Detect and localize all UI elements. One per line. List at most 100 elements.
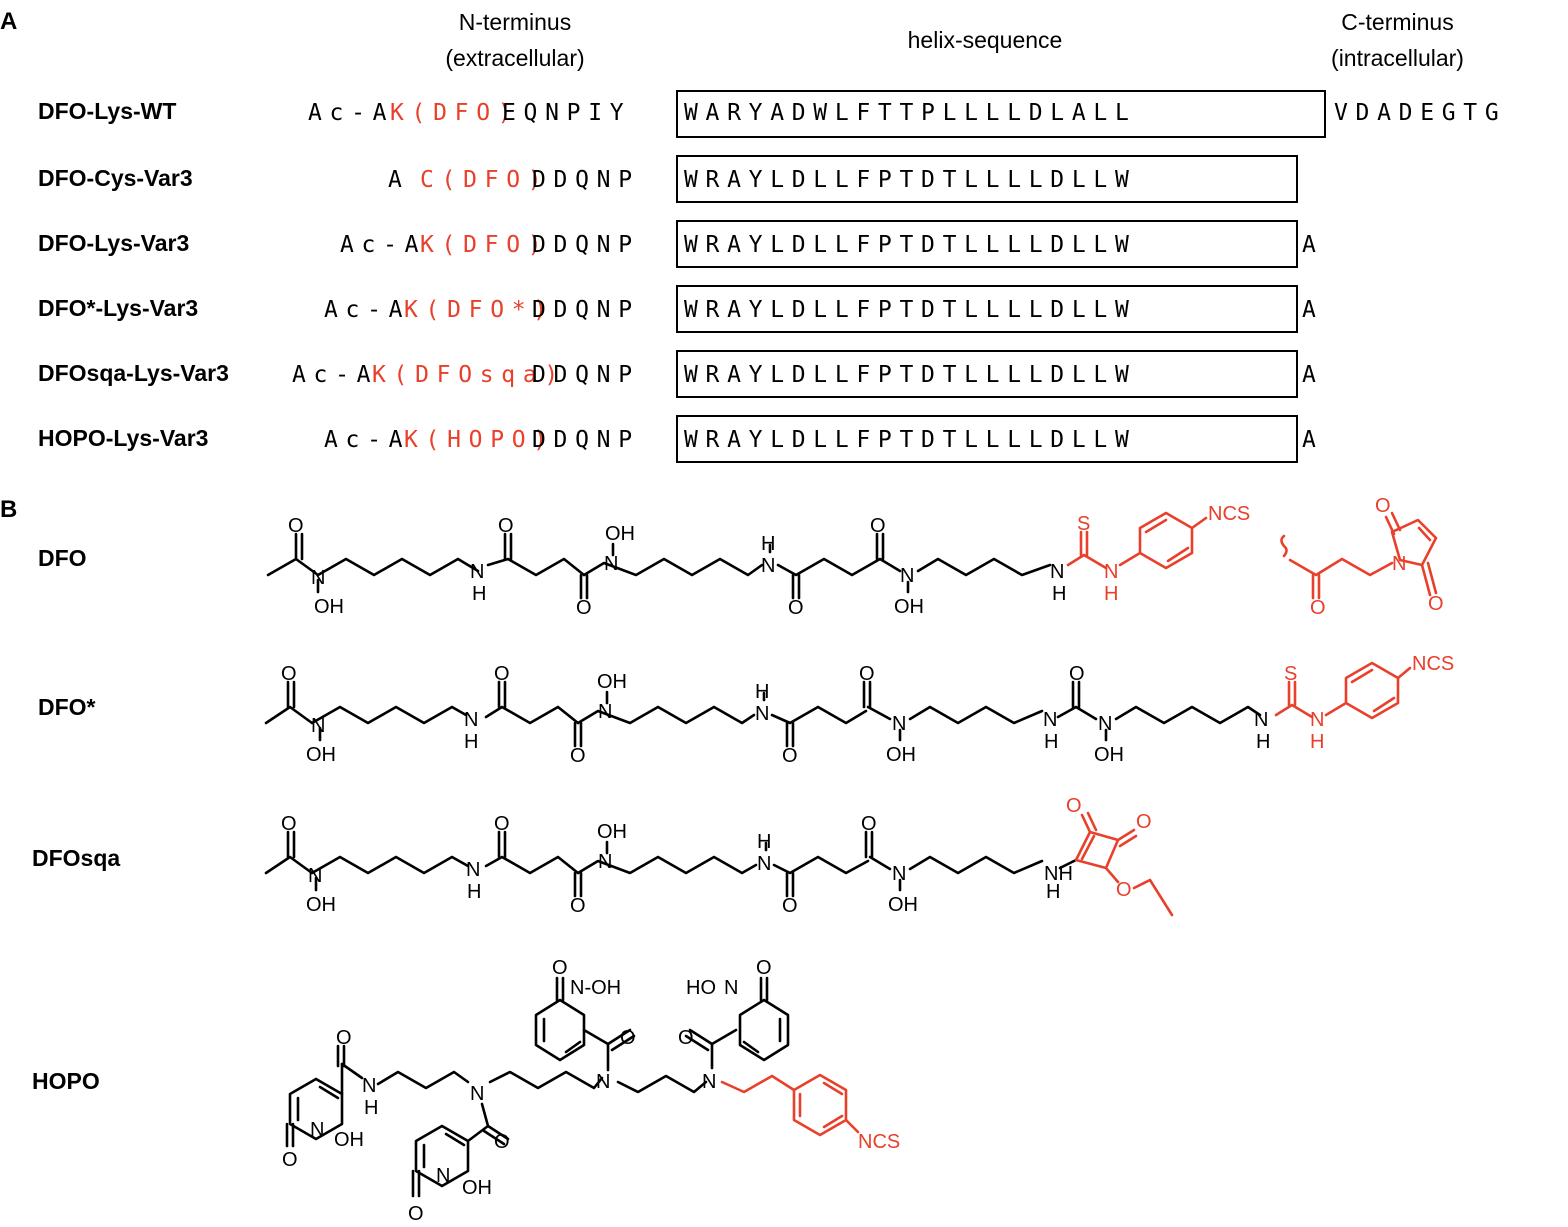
atom-label: O — [620, 1027, 636, 1049]
atom-label: NCS — [1208, 503, 1250, 525]
row-pre-helix: EQNPIY — [502, 100, 632, 126]
row-modification: K(DFO*) — [404, 297, 555, 323]
atom-label: OH — [306, 894, 336, 916]
atom-label: N — [1104, 561, 1118, 583]
row-prefix: A — [388, 167, 410, 193]
atom-label: N — [598, 851, 612, 873]
atom-label: O — [756, 957, 772, 979]
row-post-helix: VDADEGTG — [1334, 100, 1507, 126]
row-post-helix: A — [1302, 427, 1324, 453]
atom-label: OH — [894, 596, 924, 618]
n-terminus-header: N-terminus (extracellular) — [400, 4, 630, 76]
molecule-label-dfo-star: DFO* — [38, 694, 96, 720]
dfo-structure — [266, 532, 1052, 600]
row-pre-helix: DDQNP — [532, 297, 640, 323]
n-terminus-subtitle: (extracellular) — [445, 45, 585, 71]
row-name: DFO-Lys-WT — [38, 98, 177, 124]
panel-b-label: B — [0, 496, 18, 523]
atom-label: O — [281, 663, 297, 685]
dfo-star-structure — [264, 680, 1262, 748]
atom-label: N — [362, 1075, 376, 1097]
helix-box — [676, 155, 1298, 203]
atom-label: N — [311, 567, 325, 589]
atom-label: N — [598, 701, 612, 723]
c-terminus-subtitle: (intracellular) — [1331, 45, 1464, 71]
row-post-helix: A — [1302, 232, 1324, 258]
row-prefix: Ac-A — [324, 427, 411, 453]
atom-label: N — [436, 1165, 450, 1187]
row-modification: K(DFO) — [420, 232, 550, 258]
atom-label: OH — [306, 744, 336, 766]
hopo-structure — [285, 976, 790, 1198]
row-name: DFOsqa-Lys-Var3 — [38, 360, 229, 386]
atom-label: O — [282, 1149, 298, 1171]
atom-label: N — [1392, 553, 1406, 575]
row-modification: K(DFO) — [390, 100, 520, 126]
atom-label: N — [464, 709, 478, 731]
row-helix: WRAYLDLLFPTDTLLLLDLLW — [684, 427, 1137, 453]
row-pre-helix: DDQNP — [532, 362, 640, 388]
atom-label: O — [1375, 495, 1391, 517]
atom-label: H — [757, 831, 771, 853]
dfosqa-linker-red — [1074, 811, 1174, 917]
atom-label: NH — [1044, 863, 1073, 885]
atom-label: N — [466, 859, 480, 881]
atom-label: O — [1136, 811, 1152, 833]
row-prefix: Ac-A — [340, 232, 427, 258]
atom-label: O — [494, 663, 510, 685]
helix-box — [676, 285, 1298, 333]
atom-label: O — [1116, 879, 1132, 901]
atom-label: N — [470, 1083, 484, 1105]
row-helix: WRAYLDLLFPTDTLLLLDLLW — [684, 232, 1137, 258]
atom-label: O — [288, 515, 304, 537]
atom-label: N — [470, 561, 484, 583]
atom-label: H — [464, 731, 478, 753]
atom-label: H — [364, 1097, 378, 1119]
row-pre-helix: DDQNP — [532, 232, 640, 258]
atom-label: O — [859, 663, 875, 685]
atom-label: S — [1284, 663, 1297, 685]
panel-a-label: A — [0, 8, 18, 35]
atom-label: OH — [605, 523, 635, 545]
atom-label: N — [1098, 713, 1112, 735]
atom-label: OH — [597, 671, 627, 693]
atom-label: O — [336, 1027, 352, 1049]
atom-label: O — [782, 745, 798, 767]
row-post-helix: A — [1302, 362, 1324, 388]
row-name: DFO-Lys-Var3 — [38, 230, 190, 256]
row-modification: C(DFO) — [420, 167, 550, 193]
atom-label: OH — [1094, 744, 1124, 766]
helix-box — [676, 415, 1298, 463]
atom-label: N — [1043, 709, 1057, 731]
atom-label: N — [757, 853, 771, 875]
atom-label: O — [870, 515, 886, 537]
dfosqa-atom-labels: O N OH N H O O OH N H N O O N OH NH H O … — [281, 795, 1152, 917]
row-helix: WARYADWLFTTPLLLLDLALL — [684, 100, 1137, 126]
atom-label: NCS — [1412, 653, 1454, 675]
atom-label: OH — [886, 744, 916, 766]
row-prefix: Ac-A — [292, 362, 379, 388]
n-terminus-title: N-terminus — [458, 9, 572, 35]
c-terminus-header: C-terminus (intracellular) — [1280, 4, 1515, 76]
atom-label: S — [1077, 513, 1090, 535]
hopo-linker-red — [720, 1073, 860, 1137]
dfo-linker-red — [1066, 511, 1438, 600]
row-pre-helix: DDQNP — [532, 427, 640, 453]
row-name: HOPO-Lys-Var3 — [38, 425, 209, 451]
atom-label: H — [1052, 583, 1066, 605]
dfosqa-structure — [264, 830, 1078, 898]
row-prefix: Ac-A — [324, 297, 411, 323]
atom-label: H — [1104, 583, 1118, 605]
hopo-atom-labels: O N H N OH O N O N OH O N O N-OH O N O H… — [282, 957, 900, 1225]
atom-label: O — [494, 813, 510, 835]
atom-label: NCS — [858, 1131, 900, 1153]
molecule-label-hopo: HOPO — [32, 1068, 100, 1094]
atom-label: O — [281, 813, 297, 835]
row-modification: K(HOPO) — [404, 427, 555, 453]
row-prefix: Ac-A — [308, 100, 395, 126]
atom-label: N — [761, 555, 775, 577]
atom-label: H — [467, 881, 481, 903]
atom-label: N — [1254, 709, 1268, 731]
atom-label: N — [892, 863, 906, 885]
